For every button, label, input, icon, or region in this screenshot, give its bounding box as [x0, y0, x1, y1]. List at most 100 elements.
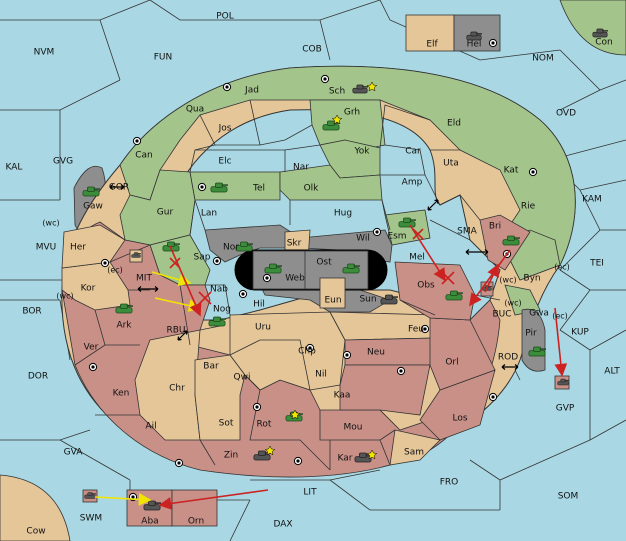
- label-can: Can: [135, 151, 153, 161]
- label-gaw: Gaw: [83, 202, 103, 212]
- territory-eun[interactable]: [319, 277, 346, 309]
- label-mel: Mel: [409, 253, 425, 263]
- label-rie: Rie: [521, 202, 536, 212]
- label-con: Con: [595, 38, 613, 48]
- label-chp: Chp: [298, 347, 316, 357]
- label-orn: Orn: [188, 517, 204, 527]
- label-gvg: GVG: [53, 157, 73, 167]
- label-hel: Hel: [467, 40, 482, 50]
- label-nog: Nog: [213, 305, 231, 315]
- star-markers: [264, 81, 378, 460]
- label-sap: Sap: [194, 253, 211, 263]
- label-los: Los: [452, 414, 467, 424]
- label-kor: Kor: [81, 284, 96, 294]
- label-sot: Sot: [219, 419, 234, 429]
- label-nom: NOM: [532, 54, 554, 64]
- label-yok: Yok: [353, 147, 370, 157]
- label-gur: Gur: [157, 208, 174, 218]
- territory-neu[interactable]: [344, 337, 436, 366]
- label-som: SOM: [558, 492, 579, 502]
- label-jos: Jos: [218, 124, 232, 134]
- label-nvm: NVM: [34, 48, 55, 58]
- label-pir: Pir: [525, 329, 537, 339]
- label-wc: (wc): [499, 276, 516, 285]
- label-kat: Kat: [504, 166, 519, 176]
- label-gwa: Gwa: [529, 309, 549, 319]
- label-alt: ALT: [604, 367, 620, 377]
- label-zin: Zin: [224, 451, 238, 461]
- label-chr: Chr: [169, 384, 185, 394]
- territory-kaa[interactable]: [339, 364, 431, 416]
- label-obs: Obs: [417, 281, 435, 291]
- label-ec: (ec): [554, 263, 570, 272]
- label-neu: Neu: [367, 348, 385, 358]
- territory-olk[interactable]: [279, 164, 383, 201]
- territory-kor[interactable]: [61, 261, 131, 311]
- label-web: Web: [285, 274, 305, 284]
- label-wil: Wil: [356, 234, 370, 244]
- region-north-green: [119, 65, 576, 281]
- label-tel: Tel: [252, 184, 265, 194]
- territory-orn[interactable]: [171, 489, 218, 527]
- label-nar: Nar: [293, 163, 309, 173]
- territory-tel[interactable]: [189, 171, 281, 201]
- territory-her[interactable]: [61, 224, 126, 269]
- label-gvp: GVP: [556, 404, 575, 414]
- label-ken: Ken: [113, 389, 130, 399]
- label-kam: KAM: [582, 195, 602, 205]
- land-borders: [74, 99, 501, 471]
- label-kal: KAL: [6, 163, 23, 173]
- label-swm: SWM: [80, 514, 102, 524]
- label-sam: Sam: [404, 448, 424, 458]
- label-mou: Mou: [344, 423, 363, 433]
- label-wc: (wc): [504, 299, 521, 308]
- territory-elf[interactable]: [405, 14, 455, 52]
- territory-chr[interactable]: [134, 329, 201, 441]
- label-rbu: RBU: [166, 326, 185, 336]
- label-orl: Orl: [445, 358, 458, 368]
- label-gor: GOR: [109, 183, 129, 193]
- label-sun: Sun: [359, 295, 376, 305]
- territory-gwa[interactable]: [504, 284, 541, 316]
- label-bor: BOR: [22, 307, 41, 317]
- label-wc: (wc): [56, 292, 73, 301]
- label-lan: Lan: [201, 209, 217, 219]
- label-her: Her: [70, 243, 86, 253]
- label-kup: KUP: [571, 328, 589, 338]
- label-cob: COB: [302, 45, 322, 55]
- territory-esm[interactable]: [384, 209, 431, 246]
- label-fun: FUN: [154, 53, 173, 63]
- failed-order-marks: [169, 228, 455, 305]
- territory-web-ost[interactable]: [252, 250, 369, 290]
- label-pol: POL: [216, 12, 234, 22]
- label-byn: Byn: [523, 274, 540, 284]
- label-cow: Cow: [26, 527, 45, 537]
- label-rot: Rot: [257, 420, 272, 430]
- label-eun: Eun: [324, 296, 341, 306]
- label-lit: LIT: [303, 488, 317, 498]
- label-sma: SMA: [457, 227, 477, 237]
- label-olk: Olk: [304, 184, 320, 194]
- label-nab: Nab: [210, 285, 228, 295]
- label-nor: Nor: [223, 243, 239, 253]
- label-dax: DAX: [273, 520, 292, 530]
- label-bar: Bar: [203, 362, 219, 372]
- label-aba: Aba: [141, 517, 158, 527]
- label-wc: (wc): [42, 219, 59, 228]
- label-hug: Hug: [334, 209, 352, 219]
- label-kar: Kar: [338, 454, 353, 464]
- label-grh: Grh: [344, 108, 360, 118]
- label-qwi: Qwi: [234, 373, 251, 383]
- label-elc: Elc: [218, 157, 231, 167]
- label-jad: Jad: [244, 86, 259, 96]
- label-fro: FRO: [440, 478, 459, 488]
- label-eld: Eld: [447, 119, 461, 129]
- territory-sam[interactable]: [389, 429, 441, 466]
- label-ec: (ec): [107, 266, 123, 275]
- label-feu: Feu: [408, 325, 424, 335]
- label-esm: Esm: [387, 232, 406, 242]
- label-nil: Nil: [315, 370, 327, 380]
